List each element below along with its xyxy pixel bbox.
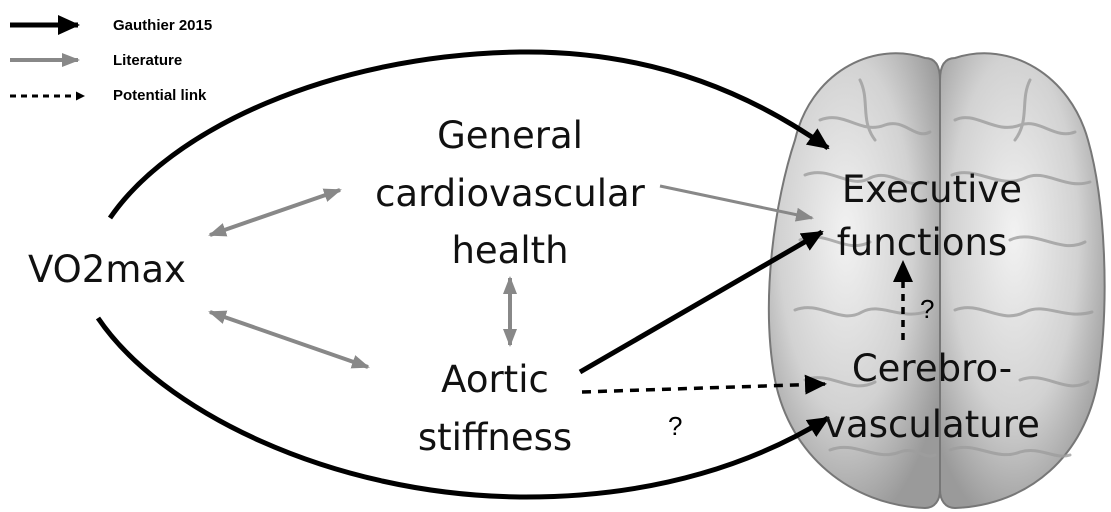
node-general-line2: cardiovascular <box>375 172 646 215</box>
node-cerebro-line2: vasculature <box>824 403 1040 446</box>
question-mark-cerebro-executive: ? <box>920 294 934 324</box>
node-aortic-line2: stiffness <box>418 416 572 459</box>
question-mark-aortic-cerebro: ? <box>668 411 682 441</box>
node-vo2max: VO2max <box>28 248 186 291</box>
legend-label-gauthier: Gauthier 2015 <box>113 17 212 34</box>
node-aortic-line1: Aortic <box>441 358 549 401</box>
arrow-vo2max-general <box>210 190 340 235</box>
node-general-line1: General <box>437 114 583 157</box>
node-cerebro-line1: Cerebro- <box>852 347 1012 390</box>
node-executive-line1: Executive <box>842 168 1022 211</box>
node-executive-line2: functions <box>837 221 1007 264</box>
legend: Gauthier 2015 Literature Potential link <box>10 17 212 104</box>
node-general-line3: health <box>451 229 568 272</box>
legend-label-potential: Potential link <box>113 87 207 104</box>
arrow-vo2max-aortic <box>210 312 368 367</box>
arrow-vo2max-to-cerebro <box>98 318 828 497</box>
legend-label-literature: Literature <box>113 52 182 69</box>
